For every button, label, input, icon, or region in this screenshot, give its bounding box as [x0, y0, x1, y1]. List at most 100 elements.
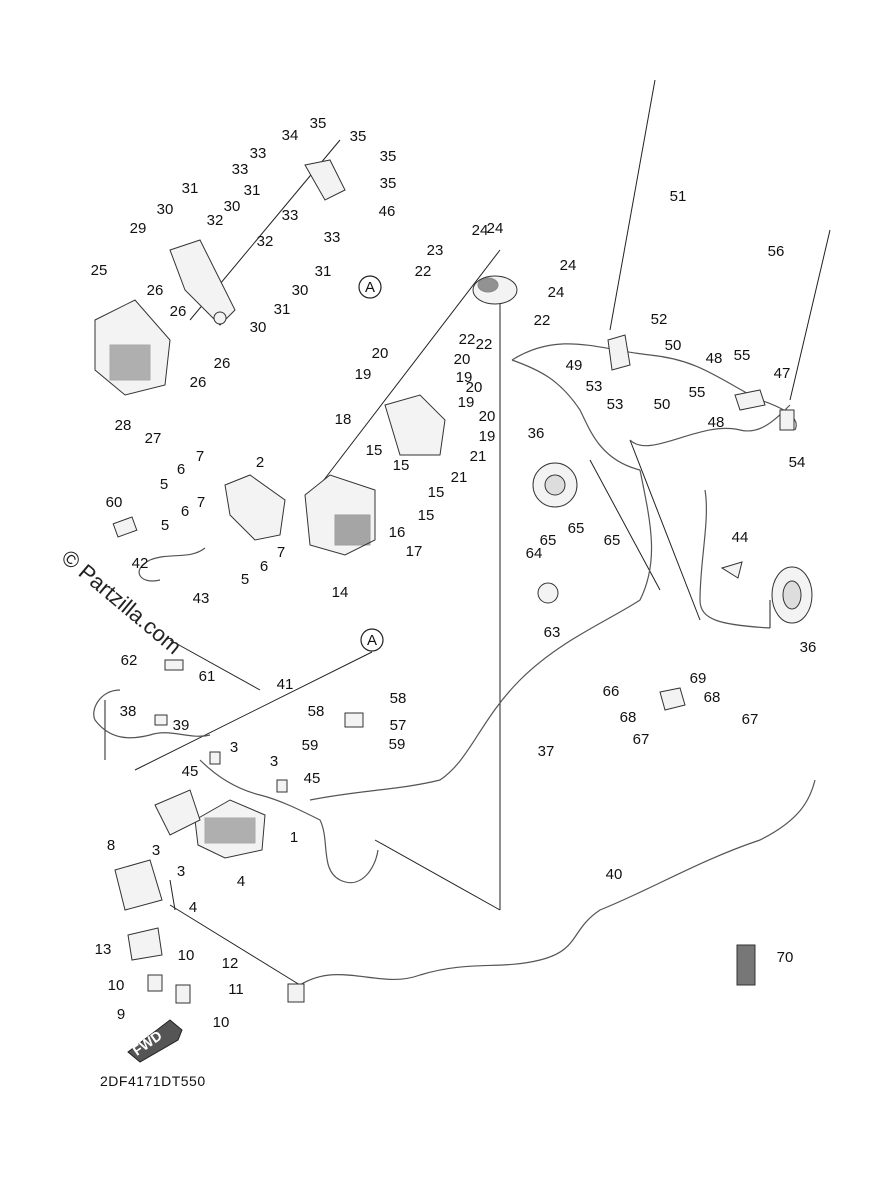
bracket-54 — [779, 409, 795, 431]
callout-9: 9 — [117, 1006, 125, 1023]
callout-8: 8 — [107, 837, 115, 854]
reference-marker-top: A — [358, 275, 382, 299]
part-44 — [720, 561, 743, 579]
callout-38: 38 — [120, 703, 137, 720]
callout-35a: 35 — [310, 115, 327, 132]
callout-36a: 36 — [528, 425, 545, 442]
callout-14: 14 — [332, 584, 349, 601]
callout-30d: 30 — [250, 319, 267, 336]
part-45b — [276, 779, 288, 793]
callout-33c: 33 — [282, 207, 299, 224]
bracket-49-52 — [607, 334, 631, 371]
svg-text:A: A — [367, 632, 377, 649]
callout-7c: 7 — [277, 544, 285, 561]
callout-7a: 7 — [196, 448, 204, 465]
callout-20a: 20 — [372, 345, 389, 362]
callout-49: 49 — [566, 357, 583, 374]
callout-68b: 68 — [620, 709, 637, 726]
callout-15c: 15 — [428, 484, 445, 501]
callout-6c: 6 — [260, 558, 268, 575]
panel-13 — [127, 927, 163, 961]
callout-11: 11 — [228, 981, 244, 998]
callout-29: 29 — [130, 220, 147, 237]
callout-31b: 31 — [244, 182, 261, 199]
amp-bracket-left — [154, 789, 201, 836]
reference-marker-mid: A — [360, 628, 384, 652]
callout-36b: 36 — [800, 639, 817, 656]
callout-48b: 48 — [708, 414, 725, 431]
callout-50a: 50 — [665, 337, 682, 354]
callout-67a: 67 — [742, 711, 759, 728]
callout-37: 37 — [538, 743, 555, 760]
callout-25: 25 — [91, 262, 108, 279]
callout-46: 46 — [379, 203, 396, 220]
part-66-69 — [659, 687, 686, 711]
callout-3a: 3 — [230, 739, 238, 756]
callout-33a: 33 — [250, 145, 267, 162]
callout-16: 16 — [389, 524, 406, 541]
callout-53a: 53 — [586, 378, 603, 395]
callout-55b: 55 — [689, 384, 706, 401]
callout-35d: 35 — [380, 175, 397, 192]
speaker-36-top — [532, 462, 578, 508]
callout-50b: 50 — [654, 396, 671, 413]
callout-65c: 65 — [604, 532, 621, 549]
callout-26d: 26 — [190, 374, 207, 391]
callout-21b: 21 — [451, 469, 468, 486]
callout-24c: 24 — [560, 257, 577, 274]
callout-26c: 26 — [214, 355, 231, 372]
diagram-code: 2DF4171DT550 — [100, 1073, 206, 1089]
speaker-box-14 — [304, 474, 376, 556]
amplifier-unit-1 — [194, 799, 266, 859]
speaker-upper-right — [472, 275, 518, 305]
part-60-clip — [112, 516, 138, 538]
callout-44: 44 — [732, 529, 749, 546]
callout-35c: 35 — [380, 148, 397, 165]
speaker-63-tweeter — [537, 582, 559, 604]
callout-2: 2 — [256, 454, 264, 471]
callout-3b: 3 — [270, 753, 278, 770]
callout-30b: 30 — [224, 198, 241, 215]
callout-51: 51 — [670, 188, 687, 205]
callout-63: 63 — [544, 624, 561, 641]
callout-52: 52 — [651, 311, 668, 328]
part-45a — [209, 751, 221, 765]
callout-66: 66 — [603, 683, 620, 700]
fwd-arrow: FWD — [127, 1019, 183, 1063]
callout-33d: 33 — [324, 229, 341, 246]
callout-6b: 6 — [181, 503, 189, 520]
callout-65b: 65 — [540, 532, 557, 549]
callout-3c: 3 — [152, 842, 160, 859]
callout-10a: 10 — [178, 947, 195, 964]
speaker-mount-center — [384, 394, 446, 456]
callout-41: 41 — [277, 676, 294, 693]
callout-27: 27 — [145, 430, 162, 447]
callout-22a: 22 — [415, 263, 432, 280]
callout-33b: 33 — [232, 161, 249, 178]
callout-54: 54 — [789, 454, 806, 471]
callout-5c: 5 — [241, 571, 249, 588]
part-38-39 — [154, 714, 168, 726]
callout-15b: 15 — [393, 457, 410, 474]
callout-24d: 24 — [548, 284, 565, 301]
callout-48a: 48 — [706, 350, 723, 367]
callout-24b: 24 — [487, 220, 504, 237]
callout-4b: 4 — [189, 899, 197, 916]
callout-57: 57 — [390, 717, 407, 734]
callout-19d: 19 — [479, 428, 496, 445]
callout-45b: 45 — [304, 770, 321, 787]
callout-55a: 55 — [734, 347, 751, 364]
callout-18: 18 — [335, 411, 352, 428]
callout-22b: 22 — [534, 312, 551, 329]
watermark: © Partzilla.com — [57, 545, 187, 659]
label-plate-70 — [736, 944, 756, 986]
callout-32a: 32 — [207, 212, 224, 229]
callout-34: 34 — [282, 127, 299, 144]
callout-31d: 31 — [274, 301, 291, 318]
callout-22d: 22 — [476, 336, 493, 353]
callout-64: 64 — [526, 545, 543, 562]
callout-1: 1 — [290, 829, 298, 846]
clip-47-55 — [734, 389, 766, 411]
